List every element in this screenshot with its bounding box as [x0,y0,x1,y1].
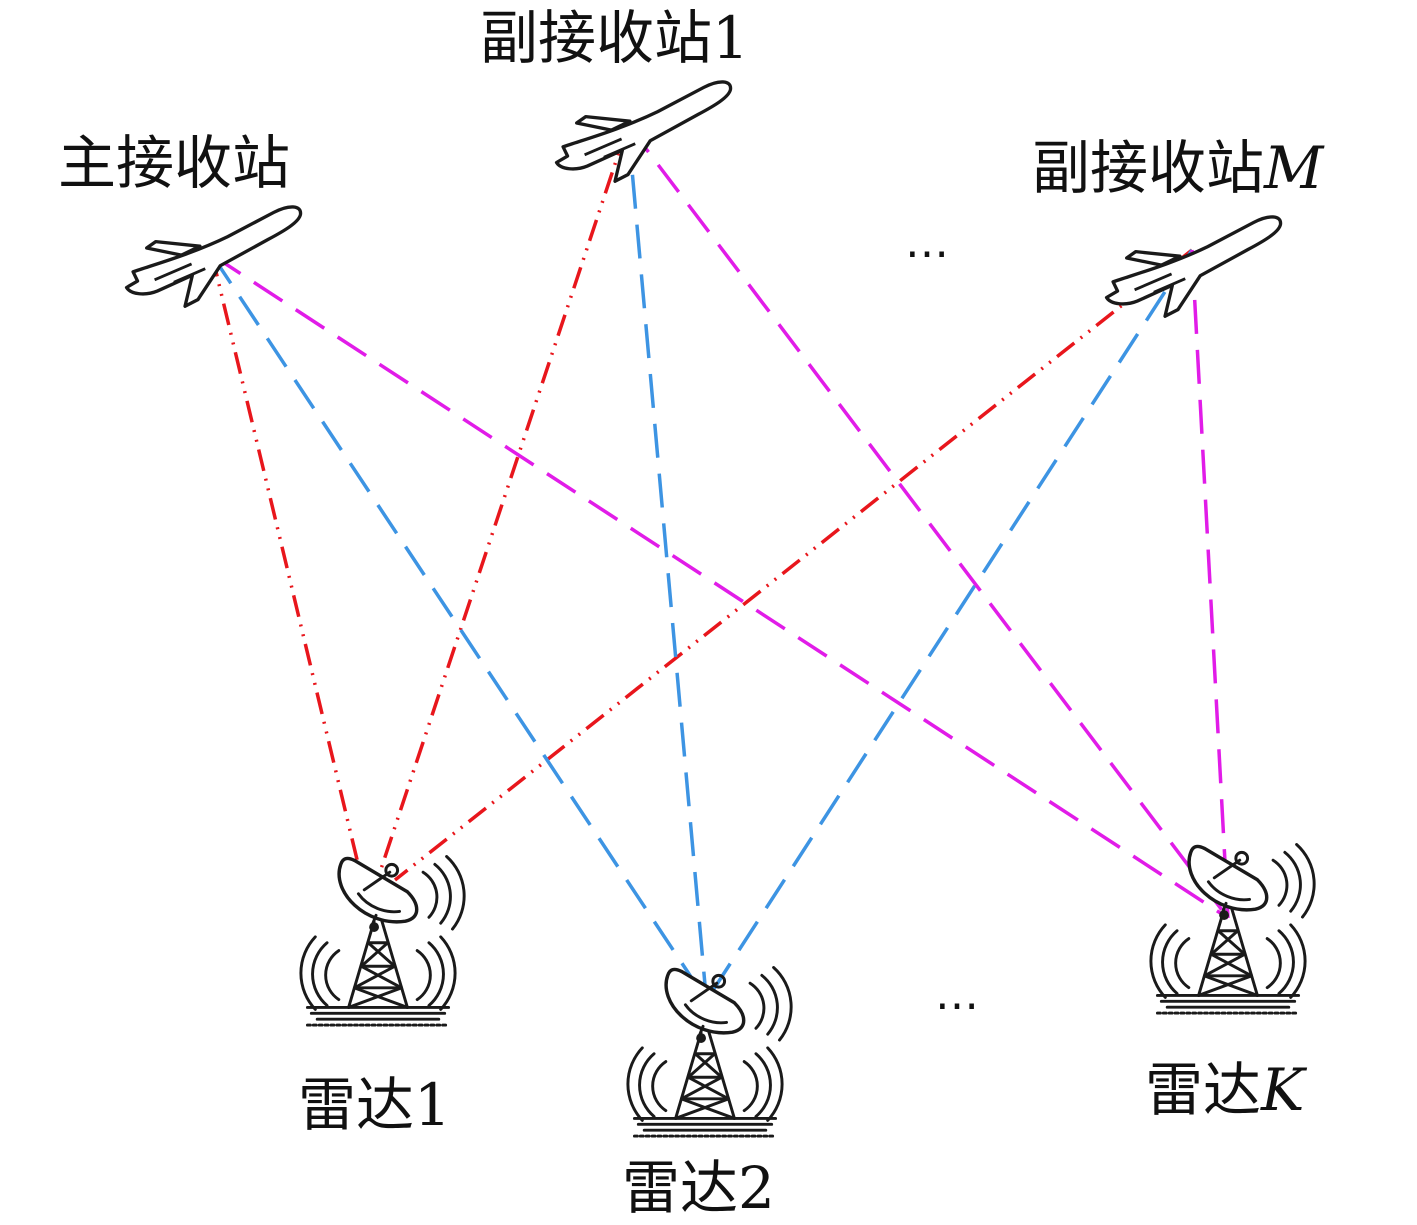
radar-2-tower-icon [626,965,793,1138]
main-receiver-airplane-icon [120,204,309,312]
link-radar-K-to-sub-receiver-M [1190,249,1230,919]
link-radar-K-to-main-receiver [211,253,1229,920]
link-radar-K-to-sub-receiver-1 [626,123,1230,920]
link-radar-1-to-sub-receiver-M [393,248,1194,882]
sub-receiver-1-airplane-icon [550,79,739,187]
link-radar-1-to-sub-receiver-1 [378,124,630,873]
radar-1-tower-icon [299,854,466,1027]
sub-receiver-m-label: 副接收站M [1032,134,1325,202]
radar-k-label: 雷达K [1145,1056,1308,1124]
radar-2-label: 雷达2 [622,1154,775,1222]
sub-receiver-1-label: 副接收站1 [480,4,749,72]
radar-1-label: 雷达1 [298,1071,451,1139]
link-radar-1-to-main-receiver [210,254,362,873]
receivers-ellipsis: ⋯ [905,228,949,279]
link-radar-2-to-sub-receiver-1 [626,124,708,997]
main-receiver-label: 主接收站 [58,129,290,197]
radar-k-tower-icon [1149,842,1316,1015]
link-radar-2-to-main-receiver [210,254,707,999]
radars-ellipsis: ⋯ [935,980,979,1031]
signal-links [210,123,1230,999]
